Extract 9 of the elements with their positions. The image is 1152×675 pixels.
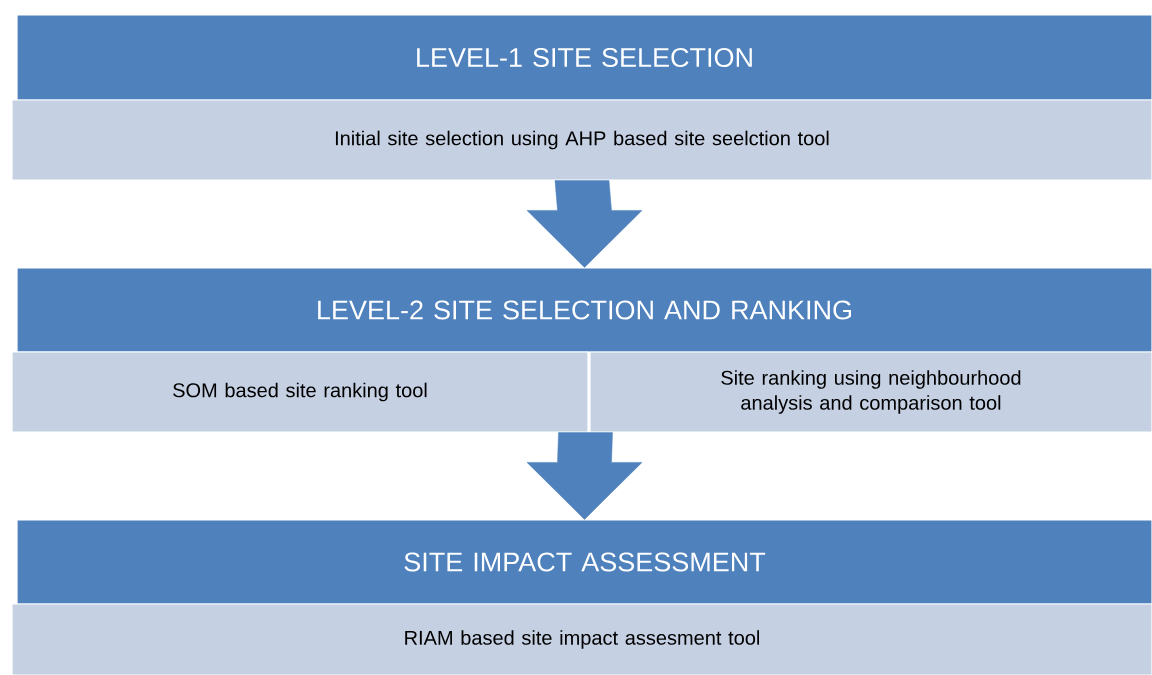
text-box: SOM based site ranking tool: [11, 351, 589, 433]
text-box: Initial site selection using AHP based site seelction tool: [11, 99, 1152, 181]
block-arrow: [526, 432, 643, 520]
header-bar: SITE IMPACT ASSESSMENT: [16, 519, 1152, 605]
text-box: Site ranking using neighbourhood analysis and comparison tool: [589, 351, 1152, 433]
header-bar: LEVEL-1 SITE SELECTION: [16, 14, 1152, 101]
text-box: RIAM based site impact assesment tool: [11, 603, 1152, 675]
block-arrow: [526, 180, 643, 268]
header-bar: LEVEL-2 SITE SELECTION AND RANKING: [16, 267, 1152, 353]
